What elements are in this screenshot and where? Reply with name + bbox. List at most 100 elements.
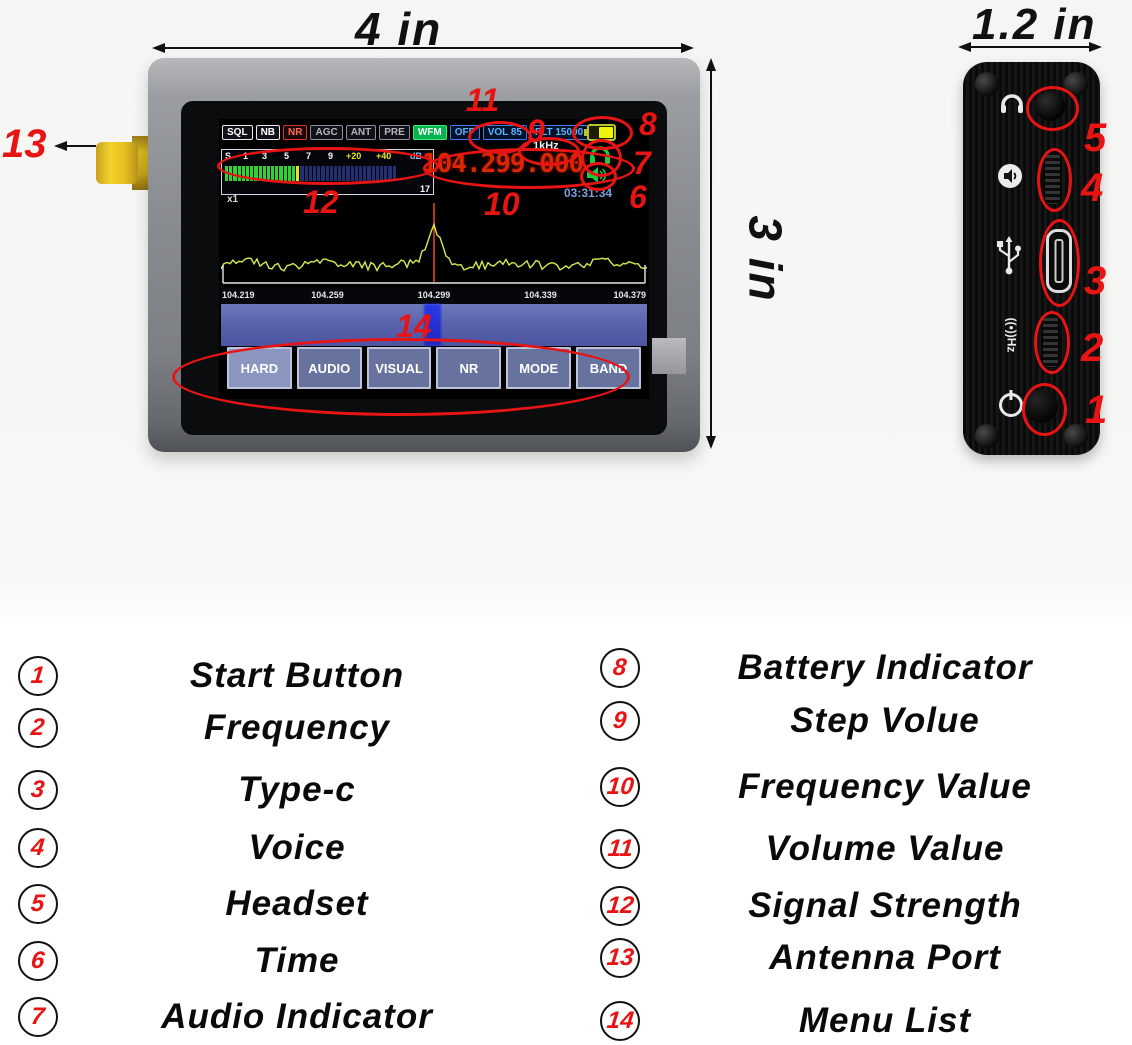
toolbar-filter-button[interactable]: FLT 15000	[530, 125, 589, 140]
headset-jack[interactable]	[1035, 91, 1065, 121]
legend-label: Time	[254, 941, 340, 980]
toolbar-sql-button[interactable]: SQL	[222, 125, 253, 140]
legend-label: Battery Indicator	[737, 648, 1033, 687]
menu-band-button[interactable]: BAND	[576, 347, 641, 389]
legend-item-14: 14 Menu List	[600, 1001, 1112, 1045]
speaker-icon	[586, 167, 606, 183]
screw-icon	[975, 72, 999, 96]
menu-list: HARD AUDIO VISUAL NR MODE BAND	[227, 347, 641, 389]
legend-number: 11	[600, 829, 640, 869]
legend-label: Antenna Port	[769, 938, 1001, 977]
smeter-scale: S 1 3 5 7 9 +20 +40 dB	[225, 151, 422, 161]
legend-item-12: 12 Signal Strength	[600, 886, 1112, 936]
time-value: 03:31:34	[564, 186, 613, 200]
legend-item-7: 7 Audio Indicator	[18, 997, 518, 1045]
legend-number: 12	[600, 886, 640, 926]
device-width-label: 4 in	[355, 3, 443, 55]
legend-item-4: 4 Voice	[18, 828, 518, 878]
screw-icon	[1064, 72, 1088, 96]
battery-icon	[584, 124, 616, 141]
legend-item-3: 3 Type-c	[18, 770, 518, 820]
toolbar-off-button[interactable]: OFF	[449, 125, 480, 140]
legend-label: Audio Indicator	[161, 997, 433, 1036]
spectrum-trace	[221, 222, 647, 273]
screw-icon	[975, 424, 999, 448]
power-button[interactable]	[1024, 389, 1058, 423]
tuning-wheel[interactable]	[1042, 314, 1059, 368]
legend-item-11: 11 Volume Value	[600, 829, 1112, 879]
toolbar-ant-button[interactable]: ANT	[345, 125, 377, 140]
callout-13-arrow	[60, 145, 96, 147]
spectrum-plot	[221, 203, 647, 284]
legend-label: Headset	[225, 884, 369, 923]
legend-number: 3	[18, 770, 58, 810]
legend-number: 10	[600, 767, 640, 807]
legend-number: 2	[18, 708, 58, 748]
arrow-right-icon	[1089, 42, 1102, 52]
legend-label: Step Volue	[790, 701, 980, 740]
toolbar-mode-wfm-button[interactable]: WFM	[412, 125, 447, 140]
smeter-bars	[225, 166, 396, 181]
menu-nr-button[interactable]: NR	[436, 347, 502, 389]
menu-hard-button[interactable]: HARD	[227, 347, 292, 389]
panel-width-arrow	[964, 46, 1094, 48]
zoom-factor: x1	[227, 194, 239, 205]
arrow-up-icon	[706, 58, 716, 71]
frequency-scale: 104.219 104.259 104.299 104.339 104.379	[221, 287, 647, 304]
legend-label: Start Button	[189, 656, 405, 695]
waterfall-signal-stripe	[424, 304, 441, 346]
power-icon	[999, 390, 1023, 417]
type-c-port[interactable]	[1046, 229, 1072, 293]
voice-icon	[998, 164, 1022, 188]
menu-mode-button[interactable]: MODE	[506, 347, 572, 389]
device-height-arrow	[710, 66, 712, 442]
signal-strength-meter: S 1 3 5 7 9 +20 +40 dB 17	[221, 149, 434, 195]
menu-audio-button[interactable]: AUDIO	[296, 347, 362, 389]
legend-number: 4	[18, 828, 58, 868]
waterfall-display	[221, 304, 647, 346]
toolbar-nr-button[interactable]: NR	[283, 125, 308, 140]
screw-icon	[1064, 424, 1088, 448]
legend-number: 9	[600, 701, 640, 741]
legend-item-10: 10 Frequency Value	[600, 767, 1112, 817]
legend-label: Signal Strength	[748, 886, 1022, 925]
bezel-tab	[652, 338, 686, 374]
device-width-arrow	[158, 47, 686, 49]
toolbar-pre-button[interactable]: PRE	[379, 125, 410, 140]
legend-item-8: 8 Battery Indicator	[600, 648, 1112, 698]
toolbar-nb-button[interactable]: NB	[255, 125, 281, 140]
legend-label: Frequency	[204, 708, 390, 747]
legend-number: 14	[600, 1001, 640, 1041]
headphone-icon	[999, 92, 1025, 116]
callout-13: 13	[2, 122, 47, 166]
legend-label: Volume Value	[765, 829, 1005, 868]
legend-item-5: 5 Headset	[18, 884, 518, 934]
arrow-down-icon	[706, 436, 716, 449]
toolbar-agc-button[interactable]: AGC	[310, 125, 343, 140]
device-height-label: 3 in	[739, 215, 792, 303]
hz-icon: ((•))Hz	[1004, 317, 1019, 353]
legend-label: Menu List	[798, 1001, 972, 1040]
arrow-left-icon	[152, 43, 165, 53]
menu-visual-button[interactable]: VISUAL	[366, 347, 432, 389]
legend-number: 5	[18, 884, 58, 924]
legend-item-13: 13 Antenna Port	[600, 938, 1112, 988]
smeter-value: 17	[419, 184, 430, 194]
toolbar-volume-button[interactable]: VOL 85	[482, 125, 527, 140]
legend-number: 1	[18, 656, 58, 696]
arrow-left-icon	[958, 42, 971, 52]
legend-item-6: 6 Time	[18, 941, 518, 991]
legend-item-2: 2 Frequency	[18, 708, 518, 758]
arrow-right-icon	[681, 43, 694, 53]
legend-label: Frequency Value	[738, 767, 1032, 806]
usb-icon	[995, 236, 1023, 276]
legend-label: Voice	[248, 828, 346, 867]
headphone-icon	[589, 145, 611, 165]
legend-number: 7	[18, 997, 58, 1037]
screen-toolbar: SQL NB NR AGC ANT PRE WFM OFF VOL 85 FLT…	[222, 125, 589, 140]
volume-wheel[interactable]	[1044, 151, 1061, 205]
radio-screen: SQL NB NR AGC ANT PRE WFM OFF VOL 85 FLT…	[219, 119, 649, 399]
legend-label: Type-c	[238, 770, 356, 809]
legend-number: 6	[18, 941, 58, 981]
